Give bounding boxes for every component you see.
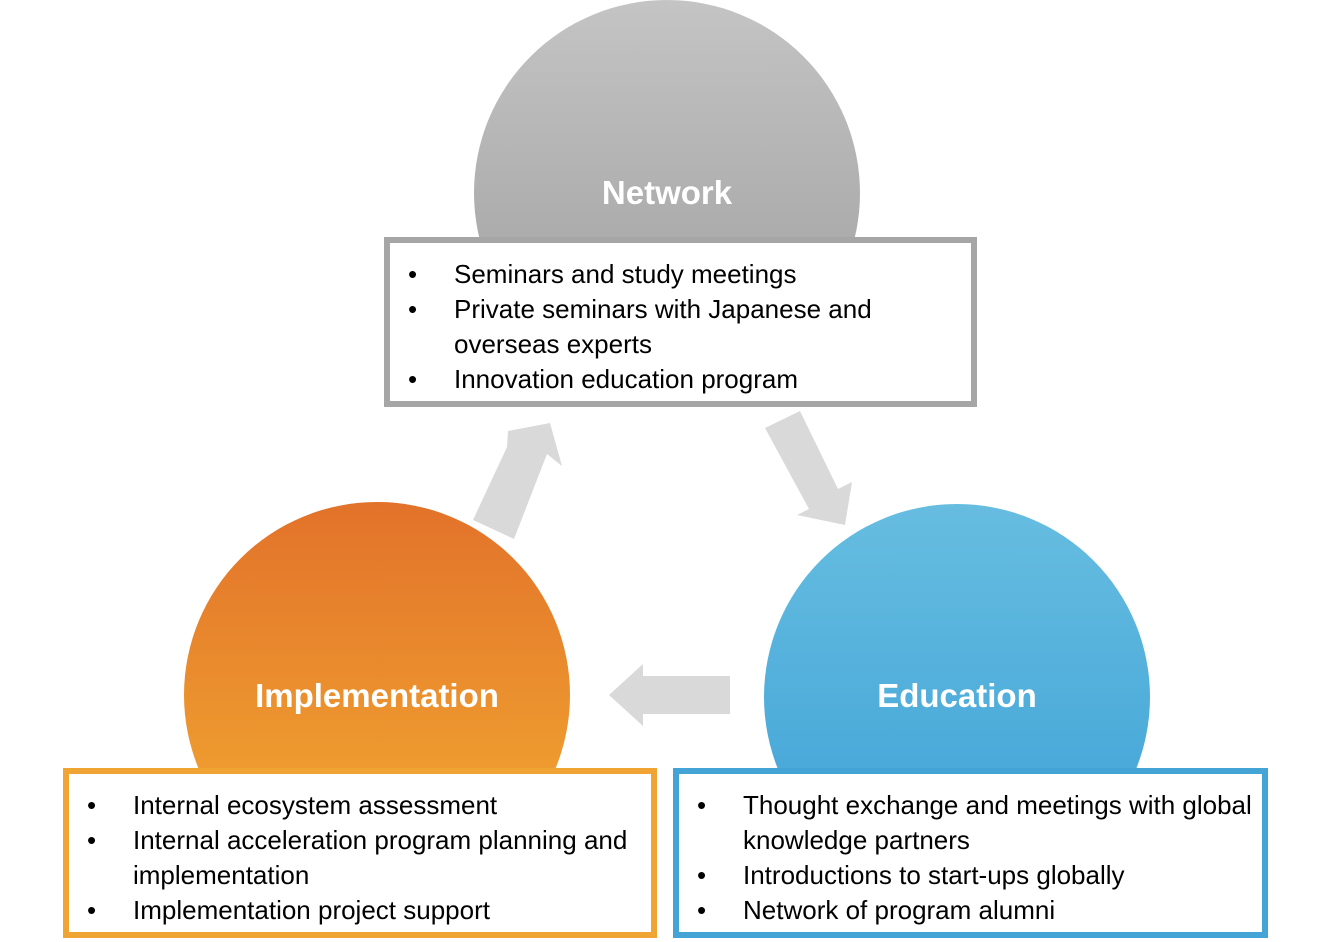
bullet-icon: • [87,790,97,820]
bullet-icon: • [408,259,418,289]
bullet-icon: • [697,860,707,890]
arrow-education-to-implementation [609,664,730,726]
bullet-icon: • [697,790,707,820]
list-item: •Internal acceleration program planning … [87,825,628,890]
list-item: •Implementation project support [81,893,641,928]
education-title: Education [877,677,1037,714]
list-item: •Private seminars with Japanese and over… [408,294,872,359]
list-item: •Introductions to start-ups globally [691,858,1252,893]
implementation-details-box: •Internal ecosystem assessment •Internal… [63,768,657,938]
network-details-box: •Seminars and study meetings •Private se… [384,237,977,407]
arrow-network-to-education [765,411,852,525]
network-title: Network [601,174,733,211]
bullet-icon: • [408,364,418,394]
list-item: •Seminars and study meetings [402,257,961,292]
list-item: •Thought exchange and meetings with glob… [697,790,1252,855]
list-item: •Network of program alumni [691,893,1252,928]
arrow-implementation-to-network [473,423,562,539]
education-details-box: •Thought exchange and meetings with glob… [673,768,1268,938]
implementation-title: Implementation [255,677,499,714]
implementation-item-list: •Internal ecosystem assessment •Internal… [81,788,641,928]
bullet-icon: • [408,294,418,324]
list-item: •Innovation education program [402,362,961,397]
bullet-icon: • [87,895,97,925]
education-item-list: •Thought exchange and meetings with glob… [691,788,1252,928]
bullet-icon: • [697,895,707,925]
list-item: •Internal ecosystem assessment [81,788,641,823]
network-item-list: •Seminars and study meetings •Private se… [402,257,961,397]
bullet-icon: • [87,825,97,855]
